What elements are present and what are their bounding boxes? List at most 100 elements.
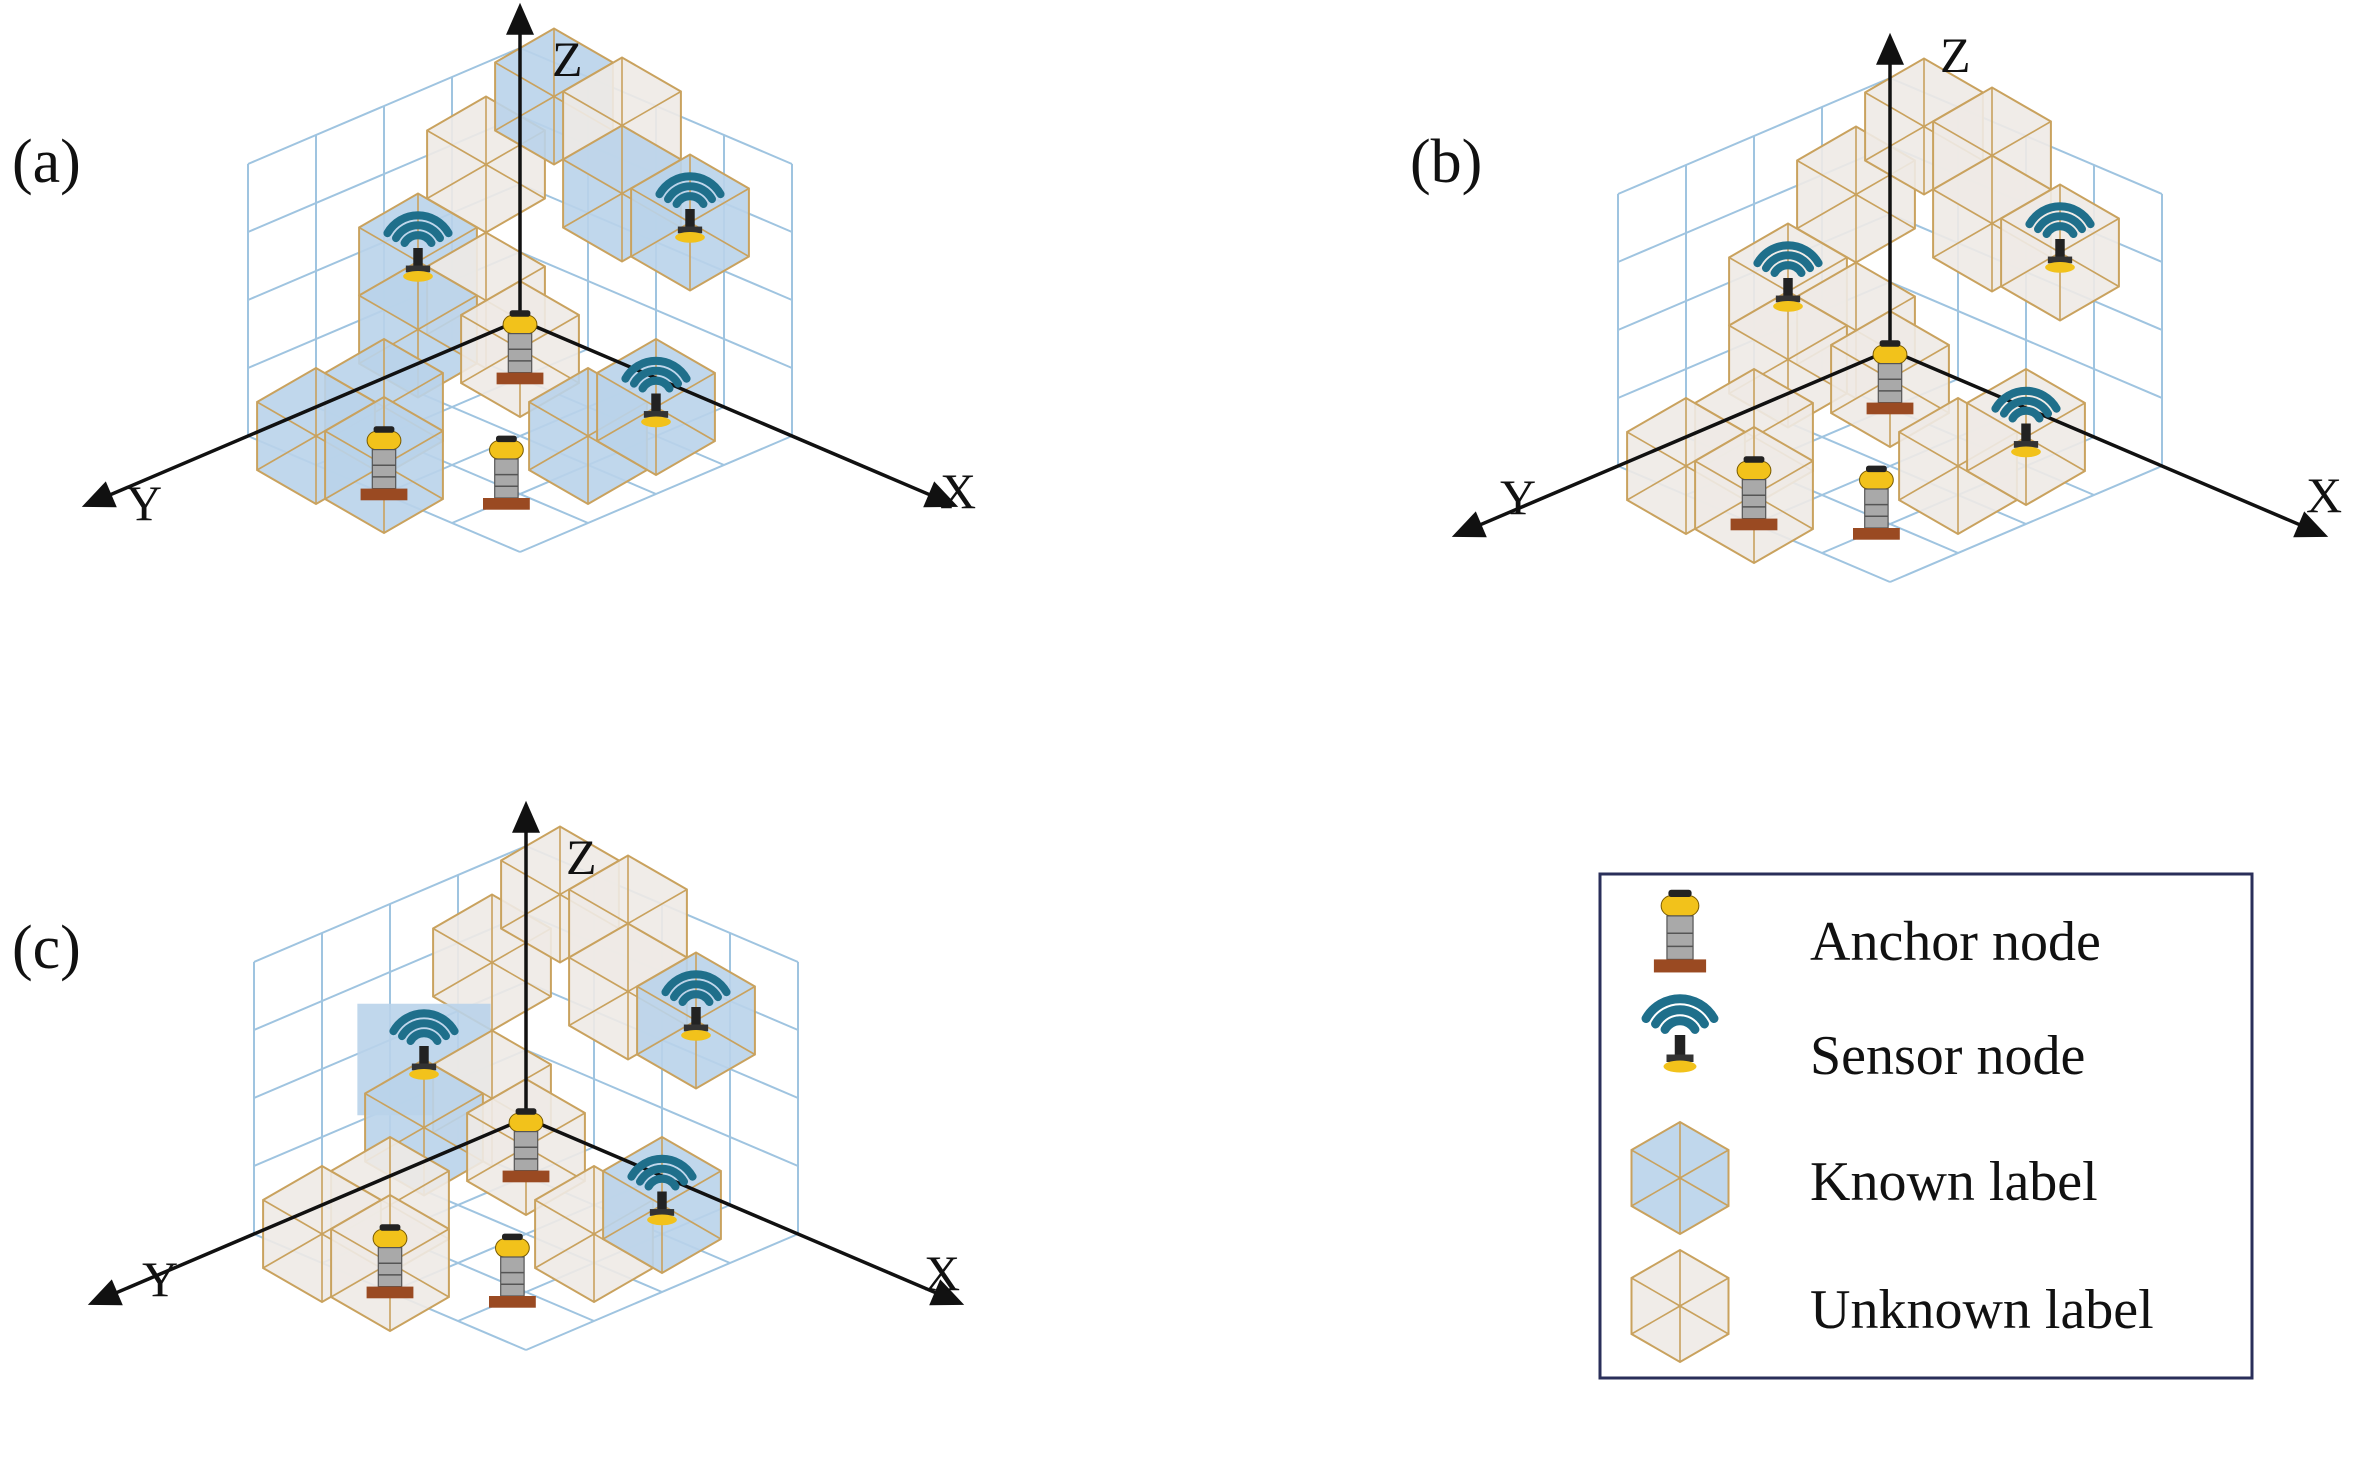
anchor-base — [1730, 518, 1778, 531]
cell-spoke — [426, 129, 487, 166]
anchor-node-icon — [489, 1233, 536, 1308]
sensor-wave — [2033, 212, 2087, 234]
sensor-node-icon — [1991, 386, 2061, 458]
sensor-node-icon — [2025, 202, 2095, 273]
cell-spoke — [485, 163, 546, 200]
cell-spoke — [534, 1233, 595, 1269]
anchor-head — [489, 440, 524, 460]
sensor-glow — [675, 231, 705, 243]
panel-b-y-label: Y — [1500, 469, 1536, 525]
anchor-head — [1872, 344, 1908, 365]
cell-spoke — [1787, 324, 1848, 361]
nodes — [360, 172, 725, 510]
sensor-base — [677, 226, 703, 234]
sensor-wave — [635, 1164, 689, 1186]
cell-spoke — [256, 435, 317, 471]
y-axis-line — [1467, 348, 1891, 532]
left-grid-line — [253, 845, 527, 963]
sensor-wave — [391, 221, 445, 243]
sensor-node-icon — [621, 356, 691, 428]
anchor-base — [360, 488, 408, 501]
sensor-node-icon — [1753, 241, 1823, 312]
sensor-base — [643, 411, 669, 418]
x-axis-line — [519, 318, 943, 502]
cell-spoke — [1898, 431, 1959, 467]
anchor-head — [508, 1112, 544, 1133]
cell-spoke — [491, 961, 552, 998]
cell-spoke — [1796, 193, 1857, 230]
anchor-head — [502, 314, 538, 335]
cell-spoke — [494, 61, 555, 98]
panel-c-grid — [87, 800, 965, 1351]
cell-spoke — [562, 158, 623, 195]
sensor-base — [2013, 441, 2039, 448]
sensor-glow — [2045, 261, 2075, 273]
panel-a-x-label: X — [940, 463, 976, 519]
left-grid-line — [1617, 77, 1891, 195]
cell-spoke — [432, 927, 493, 964]
panel-a-grid — [81, 2, 959, 553]
panel-b-x-label: X — [2306, 467, 2342, 523]
sensor-stem — [2055, 239, 2065, 258]
cell-spoke — [1728, 324, 1789, 361]
sensor-wave — [669, 980, 723, 1002]
anchor-head — [372, 1228, 408, 1249]
legend-unknown-hexagon — [1630, 1248, 1730, 1364]
y-axis-line — [97, 318, 521, 502]
cell-spoke — [1679, 1305, 1729, 1335]
sensor-base — [1775, 295, 1801, 303]
sensor-glow — [1663, 1060, 1697, 1073]
cell-spoke — [432, 961, 493, 998]
axes — [1451, 32, 2329, 538]
sensor-base — [649, 1209, 675, 1216]
anchor-node-icon — [1866, 340, 1914, 415]
sensor-wave — [2008, 406, 2044, 423]
cell-spoke — [568, 990, 629, 1027]
nodes — [366, 970, 731, 1308]
sensor-wave — [627, 1154, 697, 1181]
y-axis-arrowhead — [1451, 511, 1487, 538]
cell-spoke — [1679, 1277, 1729, 1307]
legend-sensor-node-label: Sensor node — [1810, 1025, 2085, 1087]
legend-known-label-label: Known label — [1810, 1151, 2098, 1213]
anchor-body — [513, 1130, 539, 1172]
sensor-base — [405, 265, 431, 273]
sensor-base — [683, 1024, 709, 1032]
panel-c-label: (c) — [12, 914, 81, 982]
sensor-wave — [663, 182, 717, 204]
cell-spoke — [1966, 402, 2027, 438]
anchor-node-icon — [1653, 889, 1707, 973]
anchor-node-icon — [360, 426, 408, 501]
axes — [87, 800, 965, 1306]
cell-spoke — [364, 1092, 425, 1129]
cell-spoke — [2059, 217, 2120, 254]
anchor-body — [507, 333, 533, 374]
sensor-node-icon — [1641, 994, 1719, 1073]
anchor-head — [1859, 470, 1894, 490]
sensor-glow — [403, 270, 433, 282]
sensor-stem — [651, 393, 661, 413]
anchor-body — [371, 449, 397, 490]
cell-spoke — [568, 888, 629, 925]
cell-spoke — [695, 985, 756, 1022]
sensor-wave — [400, 231, 436, 248]
cell-spoke — [636, 985, 697, 1022]
sensor-wave — [406, 1029, 442, 1046]
sensor-glow — [641, 416, 671, 428]
sensor-node-icon — [627, 1154, 697, 1226]
cell-spoke — [1932, 222, 1993, 259]
sensor-stem — [2021, 423, 2031, 443]
sensor-wave — [672, 192, 708, 209]
cell-spoke — [596, 372, 657, 408]
y-axis-arrowhead — [87, 1279, 123, 1306]
sensor-base — [2047, 256, 2073, 264]
panel-a-label: (a) — [12, 128, 81, 196]
y-axis-arrowhead — [81, 481, 117, 508]
cell-spoke — [417, 294, 478, 331]
sensor-wave — [661, 970, 731, 997]
anchor-base — [496, 372, 544, 385]
sensor-wave — [1761, 251, 1815, 273]
anchor-cap — [496, 435, 517, 443]
cell-spoke — [1932, 120, 1993, 157]
